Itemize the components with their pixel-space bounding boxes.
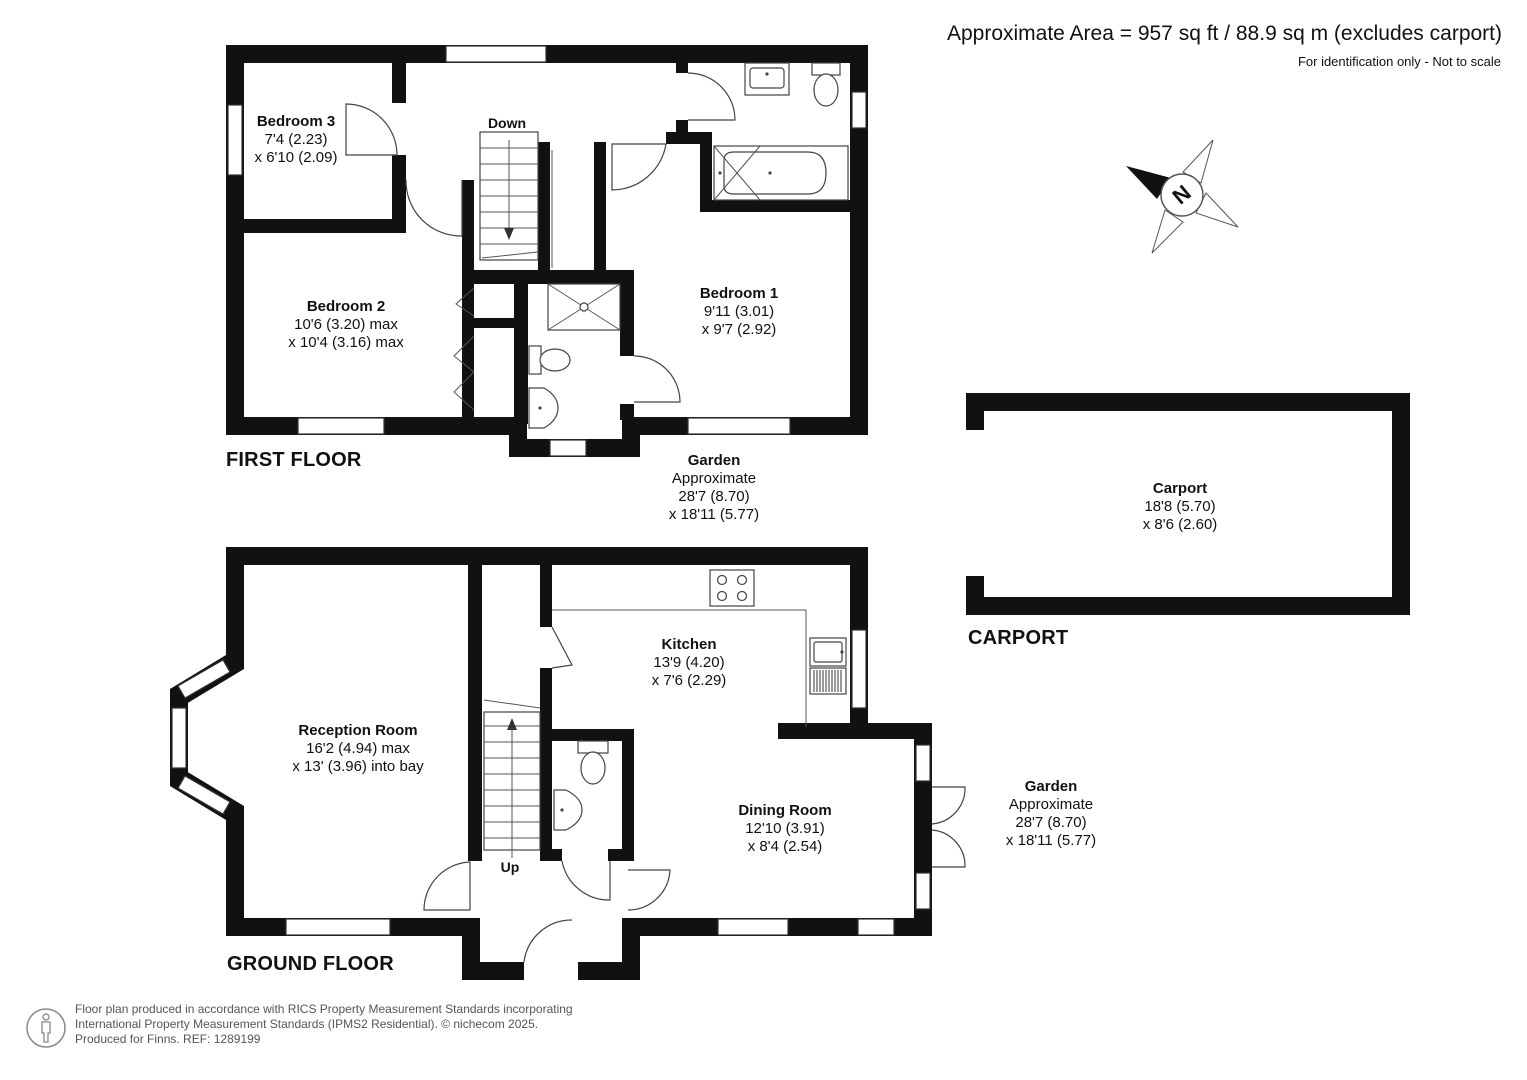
ground-floor-label: GROUND FLOOR: [227, 953, 394, 975]
room-label-bedroom-2: Bedroom 2 10'6 (3.20) max x 10'4 (3.16) …: [288, 298, 404, 351]
room-label-bedroom-3: Bedroom 3 7'4 (2.23) x 6'10 (2.09): [254, 113, 338, 166]
stairs-first-floor: [479, 131, 539, 261]
footer-line-2: International Property Measurement Stand…: [75, 1017, 539, 1031]
room-label-dining: Dining Room 12'10 (3.91) x 8'4 (2.54): [738, 802, 832, 855]
person-scale-icon: [26, 1008, 66, 1048]
footer-notes: Floor plan produced in accordance with R…: [75, 1002, 573, 1047]
cloakroom-fixtures: [553, 740, 609, 831]
carport-floor-label: CARPORT: [968, 627, 1069, 649]
room-label-carport: Carport 18'8 (5.70) x 8'6 (2.60): [1142, 480, 1218, 533]
ensuite-fixtures: [528, 283, 621, 429]
room-label-garden-first: Garden Approximate 28'7 (8.70) x 18'11 (…: [668, 452, 760, 523]
stairs-down-label: Down: [487, 115, 527, 131]
stairs-up-label: Up: [500, 859, 520, 875]
room-label-bedroom-1: Bedroom 1 9'11 (3.01) x 9'7 (2.92): [699, 285, 779, 338]
first-floor-plan: [226, 45, 868, 457]
carport-plan: [966, 393, 1410, 615]
bathroom-fixtures: [713, 62, 849, 201]
room-label-reception: Reception Room 16'2 (4.94) max x 13' (3.…: [292, 722, 424, 775]
footer-line-3: Produced for Finns. REF: 1289199: [75, 1032, 261, 1046]
ground-floor-plan: [170, 547, 966, 980]
stairs-ground-floor: [483, 699, 541, 858]
footer-line-1: Floor plan produced in accordance with R…: [75, 1002, 573, 1016]
north-compass-icon: [1126, 139, 1239, 254]
approximate-area-text: Approximate Area = 957 sq ft / 88.9 sq m…: [946, 22, 1502, 45]
room-label-garden-ground: Garden Approximate 28'7 (8.70) x 18'11 (…: [1005, 778, 1097, 849]
kitchen-fittings: [552, 569, 847, 727]
scale-note: For identification only - Not to scale: [1297, 54, 1501, 69]
room-label-kitchen: Kitchen 13'9 (4.20) x 7'6 (2.29): [651, 636, 727, 689]
first-floor-label: FIRST FLOOR: [226, 449, 362, 471]
